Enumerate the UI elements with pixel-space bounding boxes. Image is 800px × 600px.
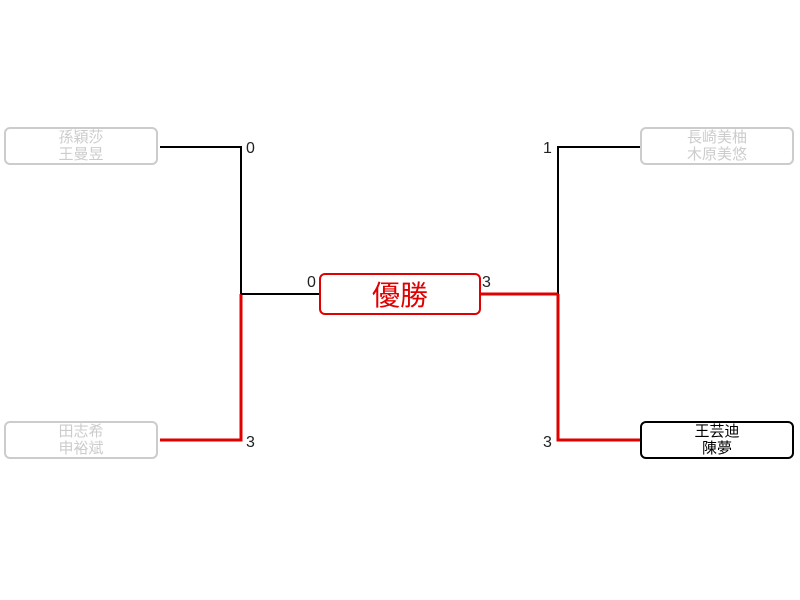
score-left-final: 0 xyxy=(307,274,316,291)
team-player-2: 王曼昱 xyxy=(58,146,104,163)
score-left-top: 0 xyxy=(246,140,255,157)
score-right-bottom: 3 xyxy=(543,434,552,451)
champion-box: 優勝 xyxy=(319,273,481,315)
right-bottom-team-line xyxy=(556,294,640,442)
left-bottom-team-line xyxy=(160,294,243,442)
score-right-final: 3 xyxy=(482,274,491,291)
team-player-2: 申裕斌 xyxy=(58,440,104,457)
champion-label: 優勝 xyxy=(371,280,428,311)
team-player-1: 王芸迪 xyxy=(694,423,740,440)
team-player-1: 孫穎莎 xyxy=(58,129,104,146)
team-box-right-top: 長崎美柚 木原美悠 xyxy=(640,127,794,165)
team-box-left-top: 孫穎莎 王曼昱 xyxy=(4,127,158,165)
team-player-1: 田志希 xyxy=(58,423,104,440)
score-right-top: 1 xyxy=(543,140,552,157)
team-player-2: 陳夢 xyxy=(701,440,732,457)
team-box-right-bottom: 王芸迪 陳夢 xyxy=(640,421,794,459)
left-top-team-line xyxy=(160,146,242,294)
team-box-left-bottom: 田志希 申裕斌 xyxy=(4,421,158,459)
score-left-bottom: 3 xyxy=(246,434,255,451)
right-top-team-line xyxy=(557,146,640,294)
team-player-2: 木原美悠 xyxy=(686,146,747,163)
team-player-1: 長崎美柚 xyxy=(686,129,747,146)
